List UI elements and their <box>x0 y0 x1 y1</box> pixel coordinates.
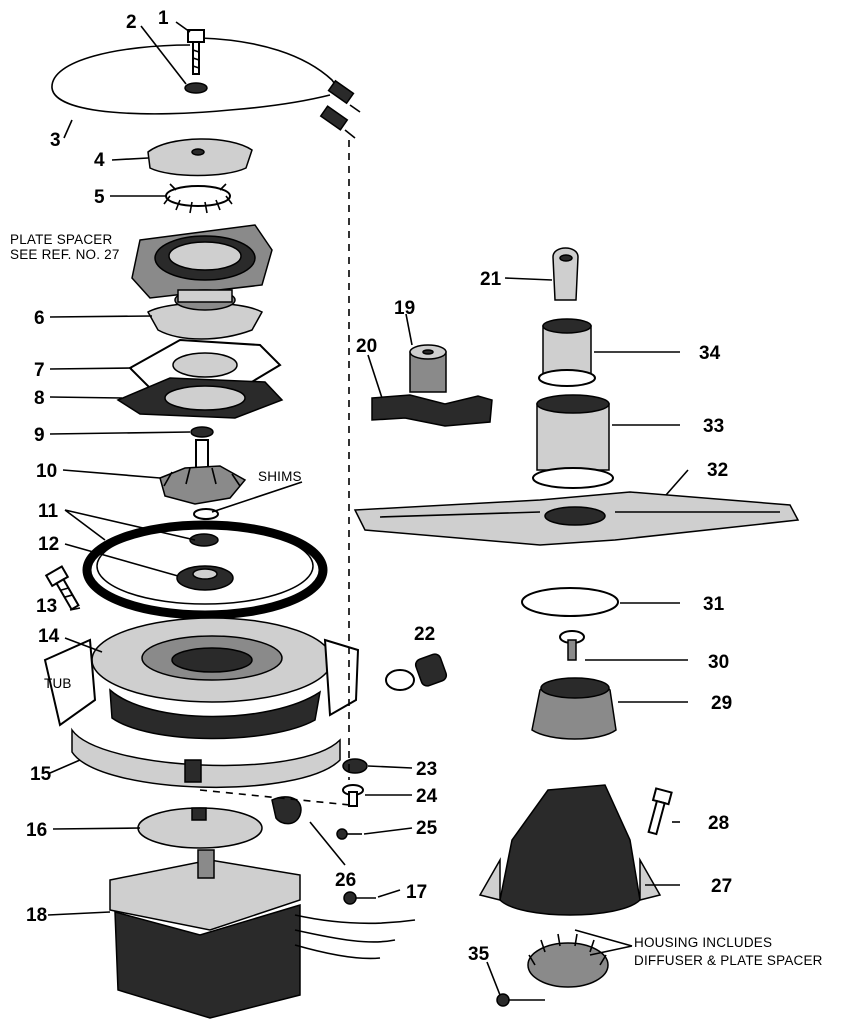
part-17-screw <box>343 891 376 905</box>
part-19-filter <box>409 344 447 393</box>
callout-24: 24 <box>416 786 438 807</box>
part-27-housing <box>478 784 662 916</box>
part-22-clamp-hose <box>385 653 448 691</box>
callout-10: 10 <box>36 461 57 482</box>
text-notes: PLATE SPACER SEE REF. NO. 27 SHIMS TUB H… <box>10 232 823 968</box>
part-11-ring-seal <box>82 520 328 620</box>
housing-note-line1: HOUSING INCLUDES <box>634 935 772 950</box>
callout-33: 33 <box>703 416 724 437</box>
part-35-screw <box>496 993 545 1007</box>
callout-21: 21 <box>480 269 502 290</box>
callout-18: 18 <box>26 905 47 926</box>
callout-25: 25 <box>416 818 438 839</box>
callout-11: 11 <box>38 501 59 522</box>
callout-4: 4 <box>94 150 105 171</box>
callout-6: 6 <box>34 308 45 329</box>
callout-31: 31 <box>703 594 725 615</box>
part-28-bolt <box>647 787 673 836</box>
plate-spacer-note-line2: SEE REF. NO. 27 <box>10 247 120 262</box>
callout-2: 2 <box>126 12 137 33</box>
part-20-screen <box>371 394 493 427</box>
part-4-cap <box>147 138 253 177</box>
callout-35: 35 <box>468 944 490 965</box>
callout-30: 30 <box>708 652 729 673</box>
part-25-screw <box>336 828 362 840</box>
diffuser-mesh <box>527 933 609 988</box>
callout-12: 12 <box>38 534 59 555</box>
callout-13: 13 <box>36 596 57 617</box>
part-34-tube <box>538 318 596 387</box>
part-33-tube <box>532 394 614 489</box>
part-21-nozzle <box>552 247 579 301</box>
callout-28: 28 <box>708 813 729 834</box>
part-6-housing <box>146 289 264 340</box>
callout-22: 22 <box>414 624 435 645</box>
callout-20: 20 <box>356 336 377 357</box>
part-3-tube <box>51 37 361 139</box>
part-1-bolt <box>187 29 205 75</box>
part-2-washer <box>184 82 208 94</box>
callout-8: 8 <box>34 388 45 409</box>
callout-3: 3 <box>50 130 61 151</box>
tub-cutaway <box>43 638 360 727</box>
part-32-spray-arm <box>353 491 800 546</box>
part-14-sump <box>91 617 333 740</box>
plate-spacer-block <box>131 224 273 299</box>
part-13-bolt <box>44 565 80 611</box>
part-23-grommet <box>342 758 368 774</box>
part-31-ring <box>521 587 619 617</box>
callout-labels: 1 2 3 4 5 6 7 8 9 10 11 12 13 14 15 16 1… <box>26 8 732 965</box>
leader-lines <box>47 21 689 996</box>
callout-26: 26 <box>335 870 356 891</box>
part-29-hub <box>531 677 617 740</box>
housing-note-line2: DIFFUSER & PLATE SPACER <box>634 953 823 968</box>
part-30-screw <box>559 630 585 661</box>
part-5-impeller <box>163 183 233 214</box>
tub-label: TUB <box>44 676 72 691</box>
callout-15: 15 <box>30 764 52 785</box>
callout-16: 16 <box>26 820 47 841</box>
callout-7: 7 <box>34 360 45 381</box>
part-9-seal <box>190 426 214 438</box>
callout-14: 14 <box>38 626 60 647</box>
callout-34: 34 <box>699 343 721 364</box>
part-26-clip <box>271 796 302 825</box>
plate-spacer-note-line1: PLATE SPACER <box>10 232 112 247</box>
part-12-bearing <box>176 565 234 591</box>
callout-9: 9 <box>34 425 45 446</box>
part-24-screw <box>342 784 364 807</box>
shims-label: SHIMS <box>258 469 302 484</box>
callout-17: 17 <box>406 882 427 903</box>
part-10-impeller <box>159 439 247 505</box>
callout-27: 27 <box>711 876 732 897</box>
part-16-disc <box>137 807 263 849</box>
callout-5: 5 <box>94 187 105 208</box>
callout-32: 32 <box>707 460 728 481</box>
callout-1: 1 <box>158 8 169 29</box>
part-15-ring <box>71 727 341 789</box>
callout-19: 19 <box>394 298 415 319</box>
part-18-motor <box>109 849 416 1019</box>
callout-29: 29 <box>711 693 732 714</box>
part-8-gasket <box>116 377 284 419</box>
callout-23: 23 <box>416 759 437 780</box>
